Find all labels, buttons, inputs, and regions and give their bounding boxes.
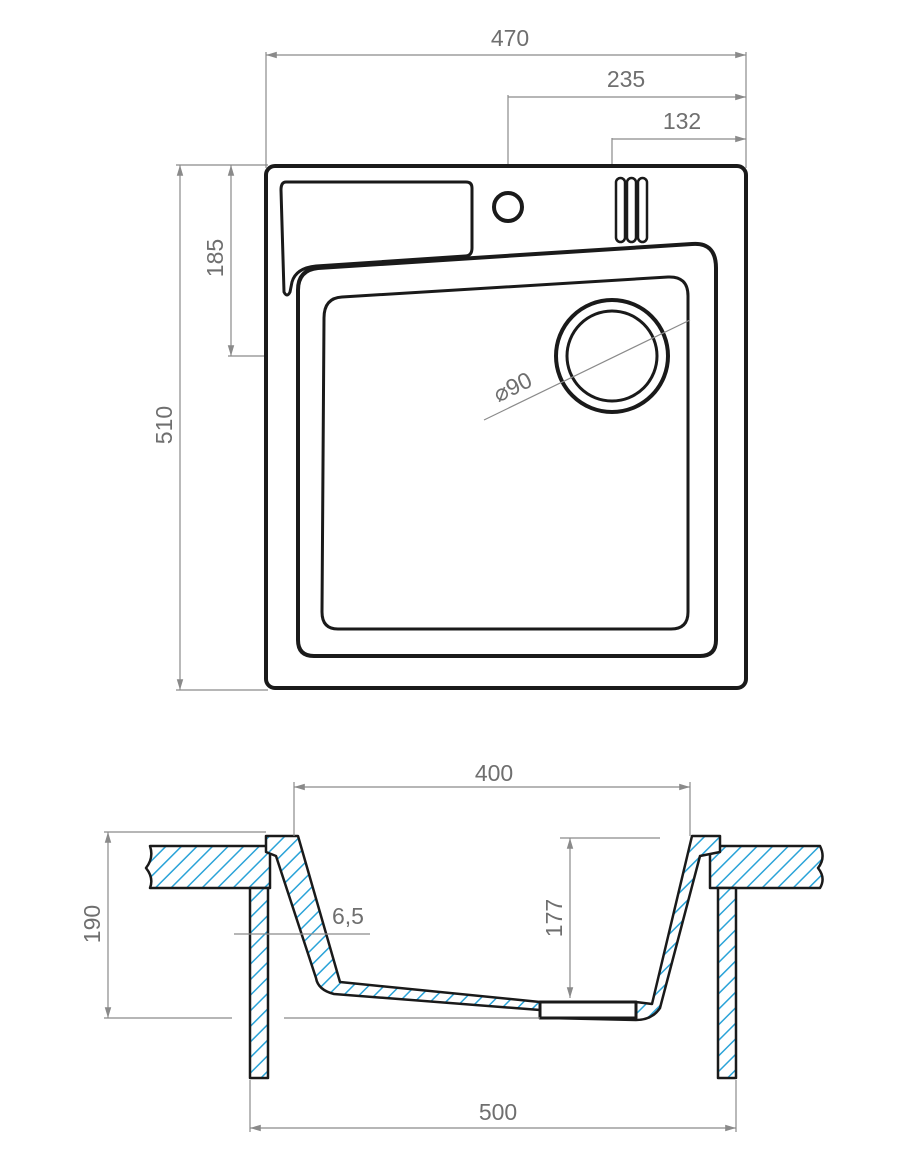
- width-label: 470: [491, 25, 529, 51]
- cabinet-width-label: 500: [479, 1099, 517, 1125]
- cabinet-wall-right: [716, 886, 738, 1080]
- drain-depth-label: 185: [202, 239, 228, 277]
- overall-depth-label: 190: [79, 905, 105, 943]
- overflow-slots-icon: [614, 176, 649, 244]
- drainboard-recess: [279, 180, 474, 297]
- drain-inner-ring: [565, 309, 659, 403]
- countertop-right: [708, 844, 824, 890]
- drain-outlet: [538, 1000, 638, 1020]
- tap-offset-label: 235: [607, 66, 645, 92]
- wall-thickness-label: 6,5: [332, 903, 364, 929]
- top-view: 470 235 132 185 510 ⌀90: [151, 25, 748, 691]
- bowl-depth-label: 177: [541, 899, 567, 937]
- section-view: 400 6,5 177 190 500: [79, 760, 824, 1132]
- sink-section-wall: [264, 834, 722, 1022]
- length-label: 510: [151, 406, 177, 444]
- countertop-left: [144, 844, 272, 890]
- drain-diameter-leader: [483, 319, 691, 421]
- drain-offset-label: 132: [663, 108, 701, 134]
- tap-hole: [492, 191, 524, 223]
- bowl-width-label: 400: [475, 760, 513, 786]
- cabinet-wall-left: [248, 886, 270, 1080]
